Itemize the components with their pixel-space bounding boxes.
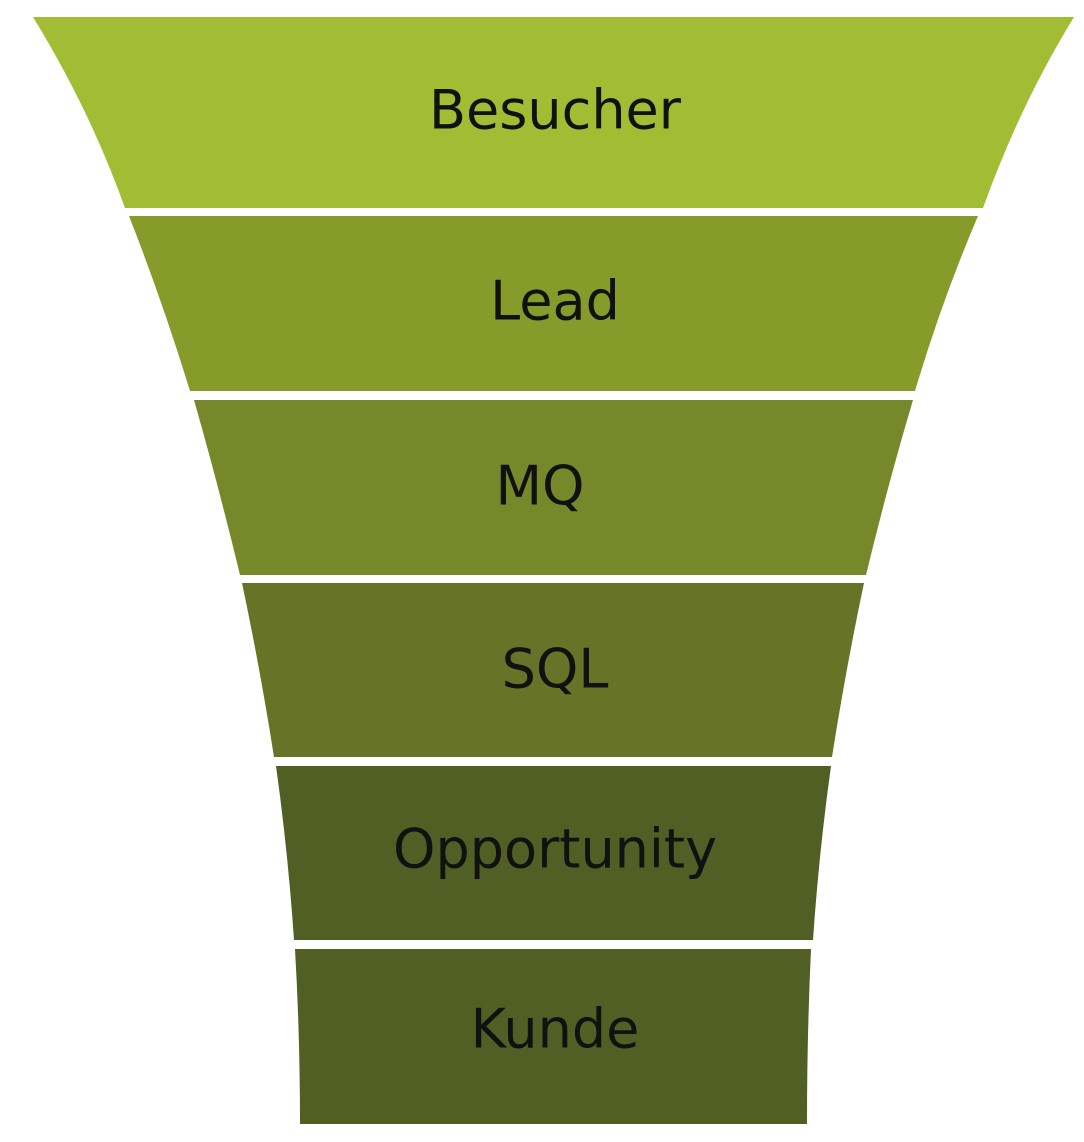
funnel-stage-kunde: Kunde	[295, 949, 811, 1124]
funnel-stage-sql: SQL	[242, 583, 864, 757]
funnel-stage-shape	[242, 583, 864, 757]
funnel-stage-mq: MQ	[194, 400, 913, 575]
funnel-stage-shape	[33, 17, 1074, 208]
funnel-stage-besucher: Besucher	[33, 17, 1074, 208]
funnel-stage-label: Opportunity	[393, 818, 717, 881]
funnel-stage-label: Lead	[490, 270, 620, 333]
funnel-stage-shape	[194, 400, 913, 575]
funnel-stage-lead: Lead	[129, 216, 978, 391]
funnel-stage-label: Kunde	[471, 998, 640, 1061]
funnel-stage-label: MQ	[495, 455, 584, 518]
funnel-stage-shape	[295, 949, 811, 1124]
funnel-stage-label: SQL	[502, 638, 609, 701]
funnel-stage-shape	[276, 766, 831, 940]
funnel-stage-opportunity: Opportunity	[276, 766, 831, 940]
funnel-stage-label: Besucher	[429, 79, 682, 142]
funnel-stage-shape	[129, 216, 978, 391]
